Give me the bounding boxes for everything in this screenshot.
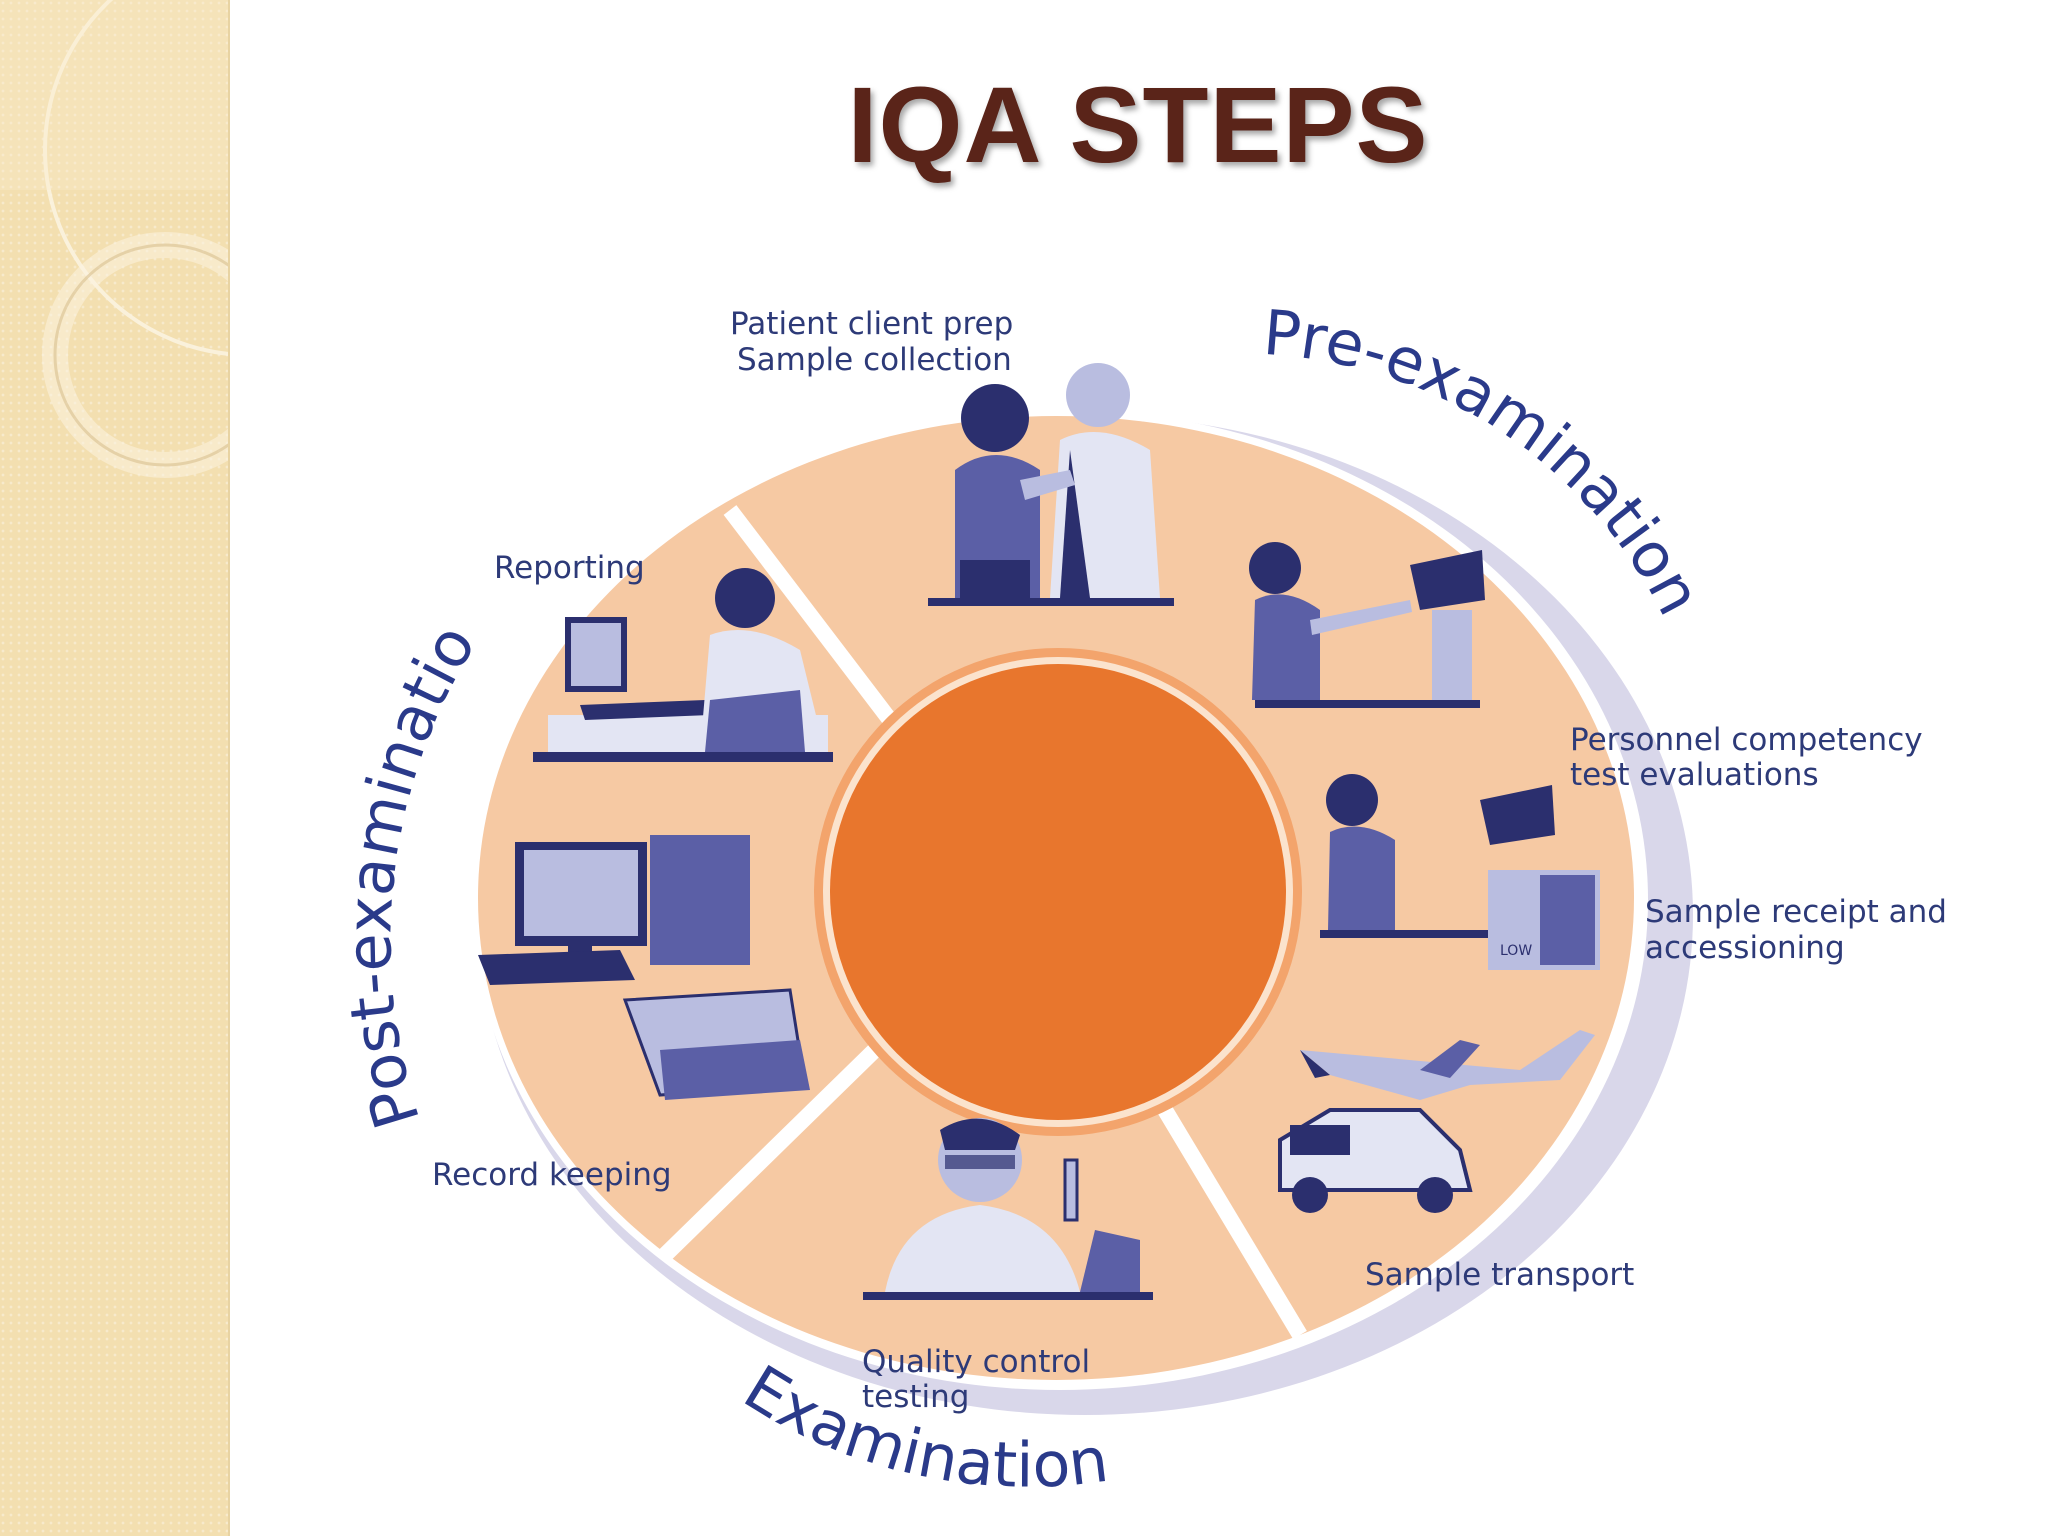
divider-bottom-right xyxy=(1143,1080,1307,1340)
sample-receipt-illustration: LOW xyxy=(1320,774,1600,970)
phase-label-post-examination: Post-examination xyxy=(0,0,490,1137)
sidebar-rings-decoration xyxy=(0,0,228,478)
svg-text:LOW: LOW xyxy=(1500,943,1532,959)
patient-prep-illustration xyxy=(928,363,1174,606)
decorative-sidebar xyxy=(0,0,230,1536)
qc-testing-illustration xyxy=(863,1118,1153,1300)
reporting-illustration xyxy=(533,568,833,762)
step-label-personnel: Personnel competency test evaluations xyxy=(1570,722,1932,793)
personnel-illustration xyxy=(1249,542,1485,708)
center-circle xyxy=(830,664,1286,1120)
step-label-transport: Sample transport xyxy=(1365,1257,1634,1293)
step-label-reporting: Reporting xyxy=(494,550,645,586)
divider-top-left xyxy=(723,505,897,725)
divider-bottom-left xyxy=(659,1039,886,1261)
slide-title: IQA STEPS xyxy=(847,64,1429,185)
transport-illustration xyxy=(1278,1030,1595,1213)
step-label-patient-prep: Patient client prep Sample collection xyxy=(730,306,1023,378)
record-keeping-illustration xyxy=(478,835,810,1100)
segment-dividers xyxy=(659,505,1307,1340)
step-label-qc: Quality control testing xyxy=(862,1344,1100,1415)
step-label-record-keeping: Record keeping xyxy=(432,1157,672,1193)
step-label-sample-receipt: Sample receipt and accessioning xyxy=(1645,894,1957,966)
